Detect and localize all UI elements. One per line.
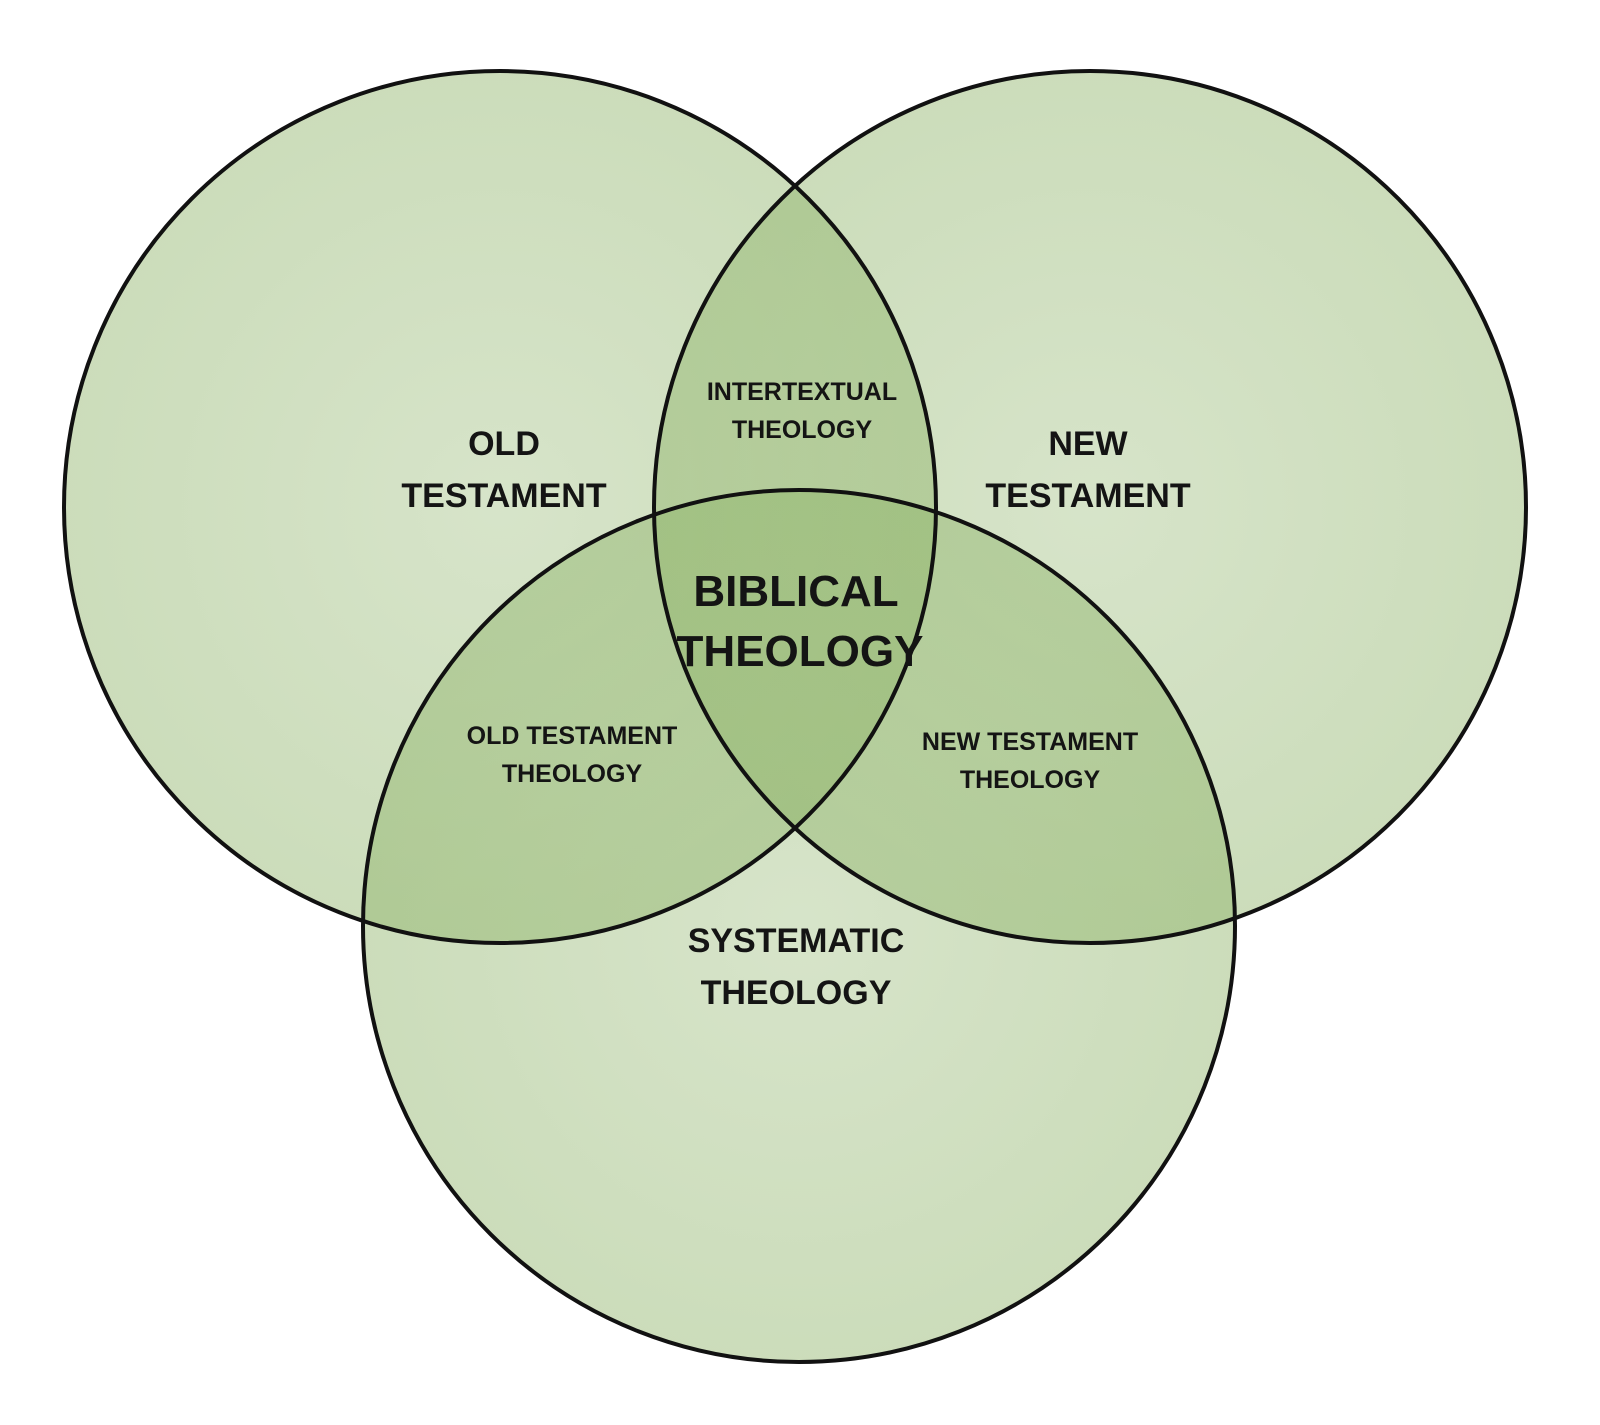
old-testament-label-line2: TESTAMENT [401, 477, 606, 515]
new-testament-theology-label: NEW TESTAMENT THEOLOGY [922, 728, 1138, 794]
old-testament-circle-outline [62, 69, 938, 945]
new-testament-theology-label-line2: THEOLOGY [960, 766, 1101, 794]
new-testament-label-line1: NEW [1048, 425, 1128, 463]
systematic-theology-circle-outline [361, 488, 1237, 1364]
intertextual-theology-label-line2: THEOLOGY [732, 416, 873, 444]
systematic-theology-circle [363, 490, 1235, 1362]
systematic-theology-label-line2: THEOLOGY [701, 974, 892, 1012]
biblical-theology-label: BIBLICAL THEOLOGY [677, 567, 924, 676]
old-testament-theology-label-line1: OLD TESTAMENT [467, 722, 678, 750]
intertextual-theology-label-line1: INTERTEXTUAL [707, 378, 897, 406]
old-testament-theology-label: OLD TESTAMENT THEOLOGY [467, 722, 678, 788]
intertextual-theology-label: INTERTEXTUAL THEOLOGY [707, 378, 897, 444]
systematic-theology-label: SYSTEMATIC THEOLOGY [688, 922, 905, 1012]
biblical-theology-label-line2: THEOLOGY [677, 627, 924, 676]
old-testament-label-line1: OLD [468, 425, 540, 463]
new-testament-label: NEW TESTAMENT [985, 425, 1190, 515]
old-testament-theology-label-line2: THEOLOGY [502, 760, 643, 788]
new-testament-label-line2: TESTAMENT [985, 477, 1190, 515]
new-testament-circle-outline [652, 69, 1528, 945]
new-testament-theology-label-line1: NEW TESTAMENT [922, 728, 1138, 756]
biblical-theology-label-line1: BIBLICAL [693, 567, 898, 616]
systematic-theology-label-line1: SYSTEMATIC [688, 922, 905, 960]
old-testament-label: OLD TESTAMENT [401, 425, 606, 515]
